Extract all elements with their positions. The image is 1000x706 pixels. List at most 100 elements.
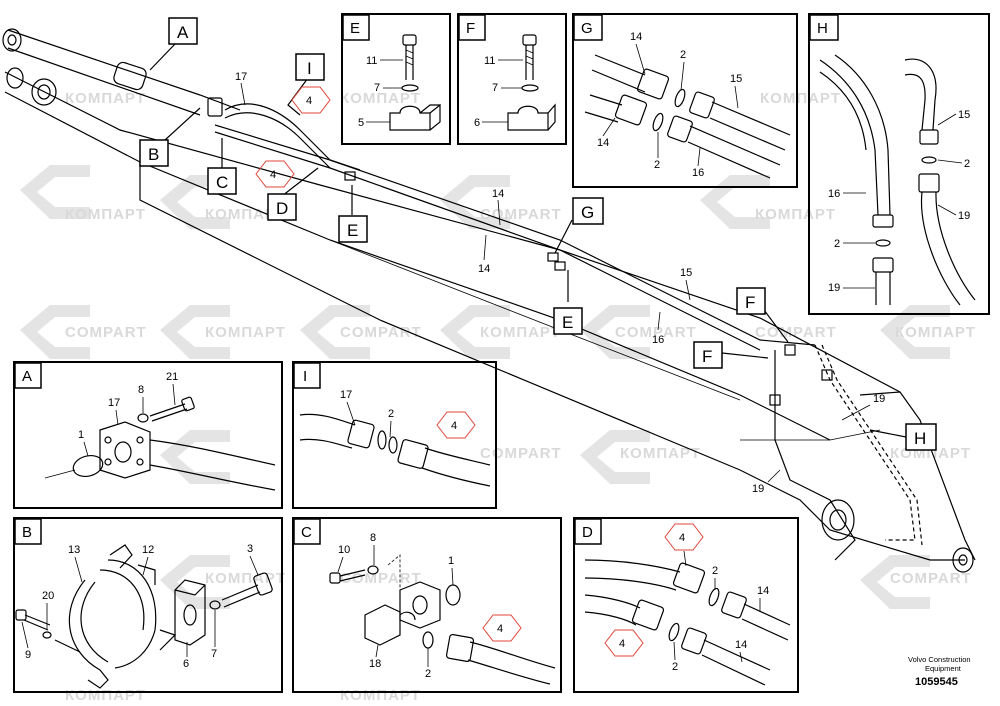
callout-box-e[interactable]: E [338,215,368,243]
clamp-half-icon [507,103,556,131]
callout-number: 20 [42,590,54,602]
hex-marker-4: 4 [482,614,522,642]
callout-number: 6 [474,117,480,129]
callout-box-f[interactable]: F [736,287,766,315]
watermark-text: COMPART [480,445,562,462]
svg-text:A: A [177,23,189,42]
svg-text:H: H [817,20,828,37]
watermark-text: COMPART [615,324,697,341]
watermark-text: КОМПАРТ [205,206,286,223]
panel-label-c: C [293,518,321,545]
panel-label-g: G [573,14,603,41]
svg-text:4: 4 [451,420,457,432]
panel-d: D 4 4 2 14 14 2 [573,517,799,693]
washer-icon [521,84,539,92]
svg-text:4: 4 [497,623,503,635]
bolt-icon [522,34,537,80]
callout-number: 15 [958,109,970,121]
brand-text: Volvo Construction [908,655,971,664]
hex-marker-4: 4 [664,523,704,551]
callout-box-i[interactable]: I [295,53,325,81]
callout-number: 17 [108,397,120,409]
svg-text:B: B [22,524,32,541]
svg-text:4: 4 [619,638,625,650]
panel-b: B 13 12 3 20 9 6 7 [13,517,283,693]
callout-number: 19 [752,483,764,495]
watermark-text: КОМПАРТ [340,90,421,107]
callout-box-h[interactable]: H [905,423,937,451]
callout-number: 14 [630,31,642,43]
callout-number: 4 [270,169,276,181]
callout-number: 10 [338,544,350,556]
watermark-layer: КОМПАРТ КОМПАРТ КОМПАРТ КОМПАРТ КОМПАРТ … [20,90,976,704]
watermark-text: КОМПАРТ [205,324,286,341]
panel-label-d: D [574,518,602,545]
footer: Volvo Construction Equipment 1059545 [908,655,971,688]
boom-assembly [2,28,976,573]
watermark-text: КОМПАРТ [755,206,836,223]
clamp-half-icon [389,103,441,131]
hex-marker-4: 4 [255,160,295,188]
main-callout-arrows [149,43,907,438]
callout-number: 12 [142,544,154,556]
callout-number: 11 [484,55,495,67]
watermark-text: COMPART [65,324,147,341]
panel-label-i: I [293,362,321,389]
callout-number: 13 [68,544,80,556]
callout-number: 7 [374,82,380,94]
callout-number: 7 [492,82,498,94]
panel-f: F 11 7 6 [457,13,567,145]
callout-number: 14 [735,639,747,651]
callout-number: 14 [597,137,609,149]
watermark-text: КОМПАРТ [65,206,146,223]
watermark-text: COMPART [340,570,422,587]
svg-text:G: G [581,203,594,222]
callout-number: 2 [672,661,678,673]
callout-number: 19 [828,282,840,294]
panel-g: G 14 2 15 14 2 16 [572,13,798,188]
panel-label-h: H [809,14,839,41]
watermark-text: КОМПАРТ [760,90,841,107]
svg-text:F: F [466,20,475,37]
panel-label-f: F [458,14,486,41]
panel-label-a: A [14,362,42,389]
callout-number: 14 [757,585,769,597]
svg-text:F: F [745,293,755,312]
watermark-text: COMPART [890,570,972,587]
watermark-logo-icon [20,165,950,609]
hex-marker-4: 4 [436,411,476,439]
svg-text:D: D [582,524,593,541]
drawing-code: 1059545 [915,676,958,688]
watermark-text: КОМПАРТ [340,687,421,704]
svg-text:B: B [148,145,159,164]
panel-c: C 4 10 8 1 18 2 [292,517,562,693]
callout-number: 11 [366,55,377,67]
callout-box-f[interactable]: F [693,341,723,369]
bolt-icon [402,34,417,80]
svg-text:A: A [22,368,32,385]
callout-box-c[interactable]: C [207,167,237,195]
callout-number: 21 [166,371,178,383]
svg-text:C: C [216,173,228,192]
callout-box-e[interactable]: E [553,307,583,335]
callout-number: 18 [369,658,381,670]
callout-number: 16 [828,188,840,200]
hex-marker-4: 4 [604,629,644,657]
callout-box-g[interactable]: G [572,197,604,225]
svg-text:D: D [276,199,288,218]
callout-box-a[interactable]: A [168,17,198,45]
panel-label-b: B [14,518,42,545]
callout-number: 19 [958,210,970,222]
svg-text:E: E [347,221,358,240]
callout-box-b[interactable]: B [139,139,169,167]
callout-box-d[interactable]: D [267,193,297,221]
watermark-text: КОМПАРТ [895,324,976,341]
watermark-text: КОМПАРТ [620,445,701,462]
callout-number: 8 [138,384,144,396]
callout-number: 16 [692,167,704,179]
svg-text:I: I [303,368,307,385]
hex-marker-4: 4 [291,86,331,114]
callout-number: 2 [834,238,840,250]
callout-number: 14 [478,263,490,275]
